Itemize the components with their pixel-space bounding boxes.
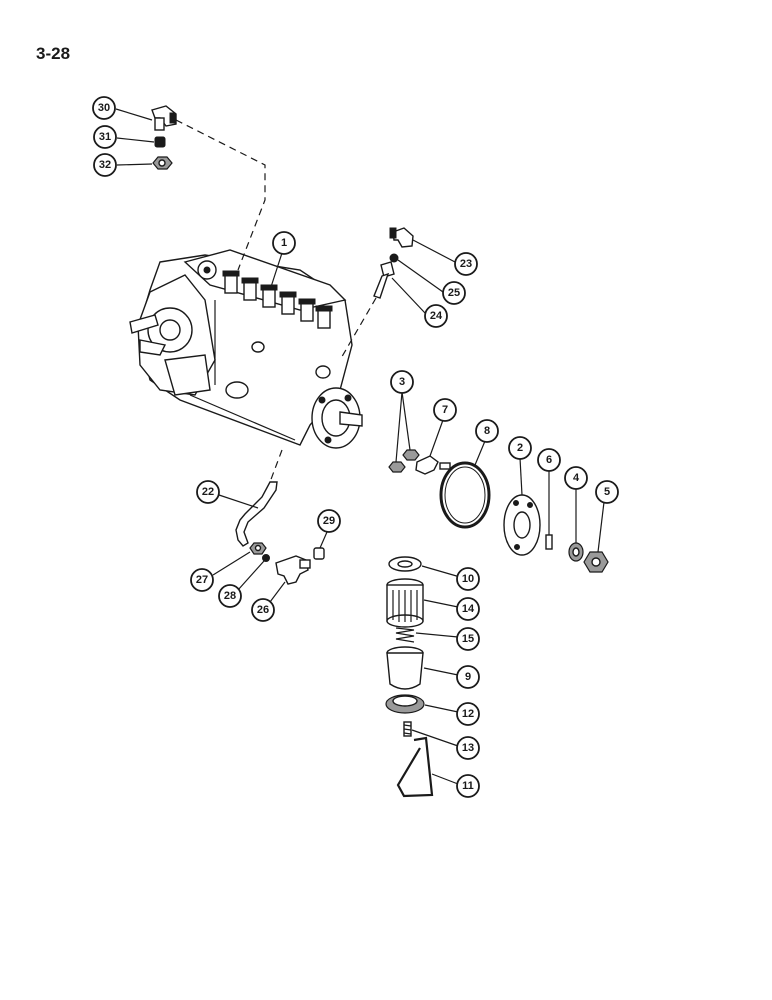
fuel-return-route	[175, 119, 266, 271]
stud-6	[545, 534, 553, 550]
callout-6-label: 6	[546, 454, 552, 466]
bowl-9	[386, 646, 424, 690]
callout-3-label: 3	[399, 376, 405, 388]
drain-tube-22	[235, 481, 278, 547]
gasket-10	[388, 556, 422, 572]
drain-plug-13	[403, 721, 412, 737]
elbow-fitting-30	[151, 105, 177, 131]
callout-32: 32	[93, 153, 117, 177]
callout-1: 1	[272, 231, 296, 255]
callout-5-label: 5	[604, 486, 610, 498]
callout-9: 9	[456, 665, 480, 689]
callout-23: 23	[454, 252, 478, 276]
callout-6: 6	[537, 448, 561, 472]
callout-12-label: 12	[462, 708, 474, 720]
callout-10-label: 10	[462, 573, 474, 585]
callout-14-label: 14	[462, 603, 475, 615]
callout-9-label: 9	[465, 671, 471, 683]
callout-31: 31	[93, 125, 117, 149]
callout-15-label: 15	[462, 633, 474, 645]
callout-1-label: 1	[281, 237, 287, 249]
callout-24: 24	[424, 304, 448, 328]
callout-22-label: 22	[202, 486, 214, 498]
callout-27-label: 27	[196, 574, 208, 586]
callout-29-label: 29	[323, 515, 335, 527]
leader-lines	[115, 108, 605, 785]
callout-5: 5	[595, 480, 619, 504]
callout-23-label: 23	[460, 258, 472, 270]
nut-32	[152, 156, 173, 170]
callout-11: 11	[456, 774, 480, 798]
tee-fitting-26	[275, 555, 311, 585]
callout-32-label: 32	[99, 159, 111, 171]
plug-29	[313, 547, 325, 560]
drain-route	[269, 449, 283, 483]
drive-flange	[311, 387, 363, 449]
callout-13-label: 13	[462, 742, 474, 754]
callout-14: 14	[456, 597, 480, 621]
callout-28: 28	[218, 584, 242, 608]
callout-30-label: 30	[98, 102, 110, 114]
callout-26-label: 26	[257, 604, 269, 616]
nuts-3	[388, 449, 420, 473]
callout-4-label: 4	[573, 472, 580, 484]
callout-8: 8	[475, 419, 499, 443]
nut-27	[249, 542, 267, 555]
callout-29: 29	[317, 509, 341, 533]
delivery-valves	[222, 270, 333, 329]
callout-30: 30	[92, 96, 116, 120]
callout-2: 2	[508, 436, 532, 460]
callout-3: 3	[390, 370, 414, 394]
nut-5	[583, 551, 609, 573]
callout-7-label: 7	[442, 404, 448, 416]
callout-8-label: 8	[484, 425, 490, 437]
callout-25: 25	[442, 281, 466, 305]
callout-11-label: 11	[462, 780, 474, 792]
bail-11	[396, 736, 434, 798]
callout-24-label: 24	[430, 310, 443, 322]
page-number: 3-28	[36, 44, 71, 63]
elbow-fitting-23	[389, 227, 414, 248]
callout-26: 26	[251, 598, 275, 622]
callout-12: 12	[456, 702, 480, 726]
filter-element-14	[386, 578, 424, 628]
callout-2-label: 2	[517, 442, 523, 454]
fitting-24	[373, 261, 395, 299]
washer-31	[154, 136, 166, 148]
callout-28-label: 28	[224, 590, 236, 602]
o-ring-8	[439, 461, 491, 529]
washer-28	[262, 554, 270, 562]
ring-nut-12	[385, 694, 425, 714]
callout-27: 27	[190, 568, 214, 592]
callout-10: 10	[456, 567, 480, 591]
washer-4	[568, 542, 584, 562]
filter-head-2	[503, 494, 541, 556]
callout-4: 4	[564, 466, 588, 490]
callout-22: 22	[196, 480, 220, 504]
callout-13: 13	[456, 736, 480, 760]
clip-7	[415, 455, 451, 475]
spring-15	[395, 627, 415, 643]
callout-7: 7	[433, 398, 457, 422]
injection-pump	[129, 249, 363, 449]
washer-25	[389, 253, 399, 263]
callout-15: 15	[456, 627, 480, 651]
callout-31-label: 31	[99, 131, 111, 143]
callout-25-label: 25	[448, 287, 460, 299]
